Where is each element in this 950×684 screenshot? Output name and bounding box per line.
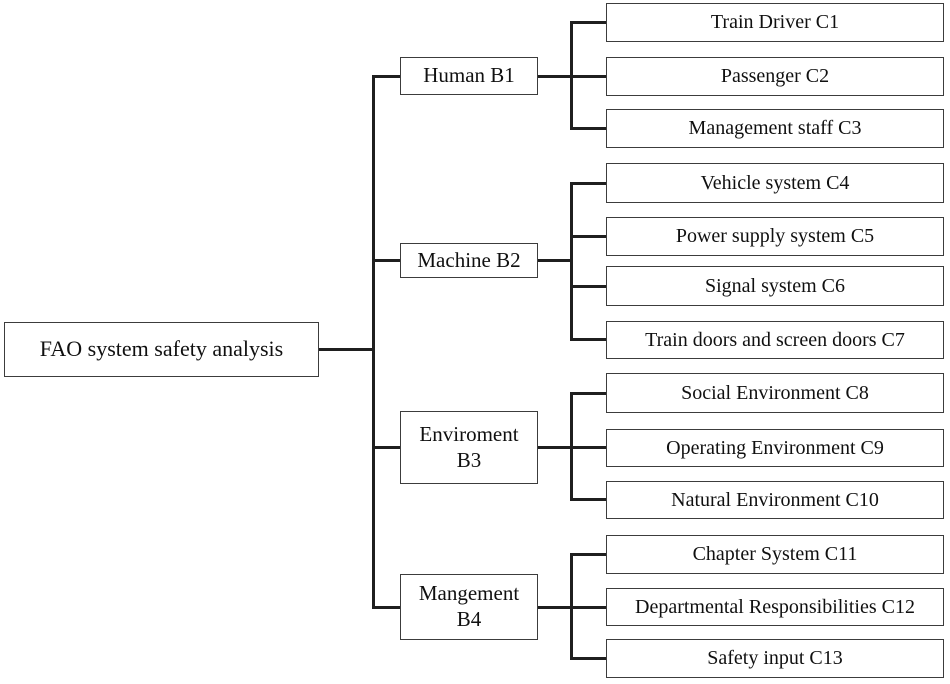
connector-line-stub-c12	[570, 606, 607, 609]
connector-line-stub-c2	[570, 75, 607, 78]
connector-line-trunk-to-b1	[372, 75, 401, 78]
branch-node-b1: Human B1	[400, 57, 538, 95]
connector-line-stub-c8	[570, 392, 607, 395]
connector-line-stub-c9	[570, 446, 607, 449]
connector-line-stub-c3	[570, 127, 607, 130]
connector-line-trunk-to-b2	[372, 259, 401, 262]
connector-line-trunk-to-b3	[372, 446, 401, 449]
connector-line-root-to-trunk	[319, 348, 373, 351]
leaf-node-c4: Vehicle system C4	[606, 163, 944, 203]
leaf-node-c11: Chapter System C11	[606, 535, 944, 574]
connector-line-stub-c13	[570, 657, 607, 660]
branch-node-b4: Mangement B4	[400, 574, 538, 640]
root-node: FAO system safety analysis	[4, 322, 319, 377]
branch-node-b3: Enviroment B3	[400, 411, 538, 484]
connector-line-b1-to-group	[537, 75, 571, 78]
leaf-node-c9: Operating Environment C9	[606, 429, 944, 467]
connector-line-b4-to-group	[537, 606, 571, 609]
connector-line-stub-c11	[570, 553, 607, 556]
connector-line-trunk-to-b4	[372, 606, 401, 609]
branch-node-b2: Machine B2	[400, 243, 538, 278]
leaf-node-c13: Safety input C13	[606, 639, 944, 678]
leaf-node-c10: Natural Environment C10	[606, 481, 944, 519]
leaf-node-c1: Train Driver C1	[606, 3, 944, 42]
leaf-node-c5: Power supply system C5	[606, 217, 944, 256]
connector-line-stub-c7	[570, 338, 607, 341]
leaf-node-c7: Train doors and screen doors C7	[606, 321, 944, 359]
connector-line-b2-to-group	[537, 259, 571, 262]
connector-line-stub-c5	[570, 235, 607, 238]
leaf-node-c2: Passenger C2	[606, 57, 944, 96]
connector-line-stub-c6	[570, 285, 607, 288]
connector-line-b3-to-group	[537, 446, 571, 449]
leaf-node-c3: Management staff C3	[606, 109, 944, 148]
connector-line-stub-c4	[570, 182, 607, 185]
leaf-node-c6: Signal system C6	[606, 266, 944, 306]
connector-line-stub-c1	[570, 21, 607, 24]
connector-line-trunk	[372, 75, 375, 609]
leaf-node-c8: Social Environment C8	[606, 373, 944, 413]
connector-line-group2-spine	[570, 182, 573, 341]
leaf-node-c12: Departmental Responsibilities C12	[606, 588, 944, 626]
connector-line-stub-c10	[570, 498, 607, 501]
